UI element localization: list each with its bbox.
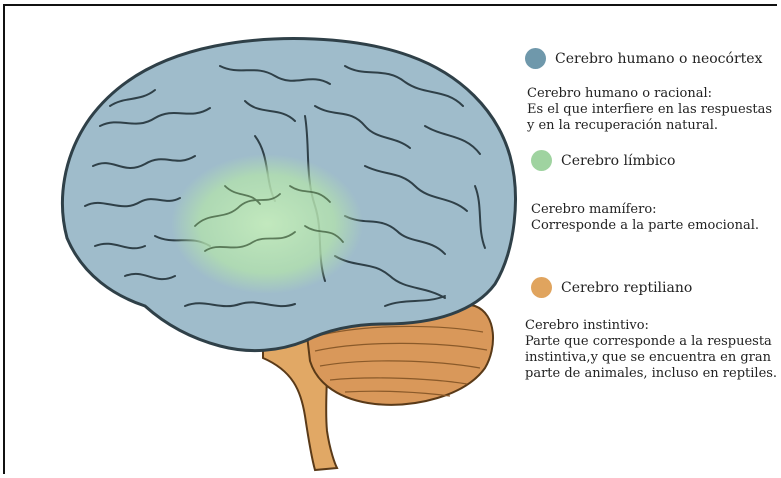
brain-illustration xyxy=(5,6,525,474)
legend-item-neocortex: Cerebro humano o neocórtex xyxy=(525,48,762,69)
reptilian-swatch-icon xyxy=(531,277,552,298)
figure-frame: Cerebro humano o neocórtex Cerebro human… xyxy=(3,4,777,474)
legend-item-reptilian: Cerebro reptiliano xyxy=(531,277,692,298)
description-line: Es el que interfiere en las respuestas xyxy=(527,102,772,118)
legend-label-limbic: Cerebro límbico xyxy=(561,153,675,169)
description-neocortex: Cerebro humano o racional: Es el que int… xyxy=(527,86,772,134)
description-line: Cerebro mamífero: xyxy=(531,202,759,218)
description-line: Cerebro humano o racional: xyxy=(527,86,772,102)
legend-label-reptilian: Cerebro reptiliano xyxy=(561,280,692,296)
description-line: instintiva,y que se encuentra en gran xyxy=(525,350,777,366)
legend-label-neocortex: Cerebro humano o neocórtex xyxy=(555,51,762,67)
description-line: Cerebro instintivo: xyxy=(525,318,777,334)
description-line: Corresponde a la parte emocional. xyxy=(531,218,759,234)
description-line: y en la recuperación natural. xyxy=(527,118,772,134)
legend-item-limbic: Cerebro límbico xyxy=(531,150,675,171)
limbic-region xyxy=(171,154,363,294)
limbic-swatch-icon xyxy=(531,150,552,171)
description-limbic: Cerebro mamífero: Corresponde a la parte… xyxy=(531,202,759,234)
neocortex-swatch-icon xyxy=(525,48,546,69)
description-reptilian: Cerebro instintivo: Parte que correspond… xyxy=(525,318,777,382)
description-line: Parte que corresponde a la respuesta xyxy=(525,334,777,350)
description-line: parte de animales, incluso en reptiles. xyxy=(525,366,777,382)
